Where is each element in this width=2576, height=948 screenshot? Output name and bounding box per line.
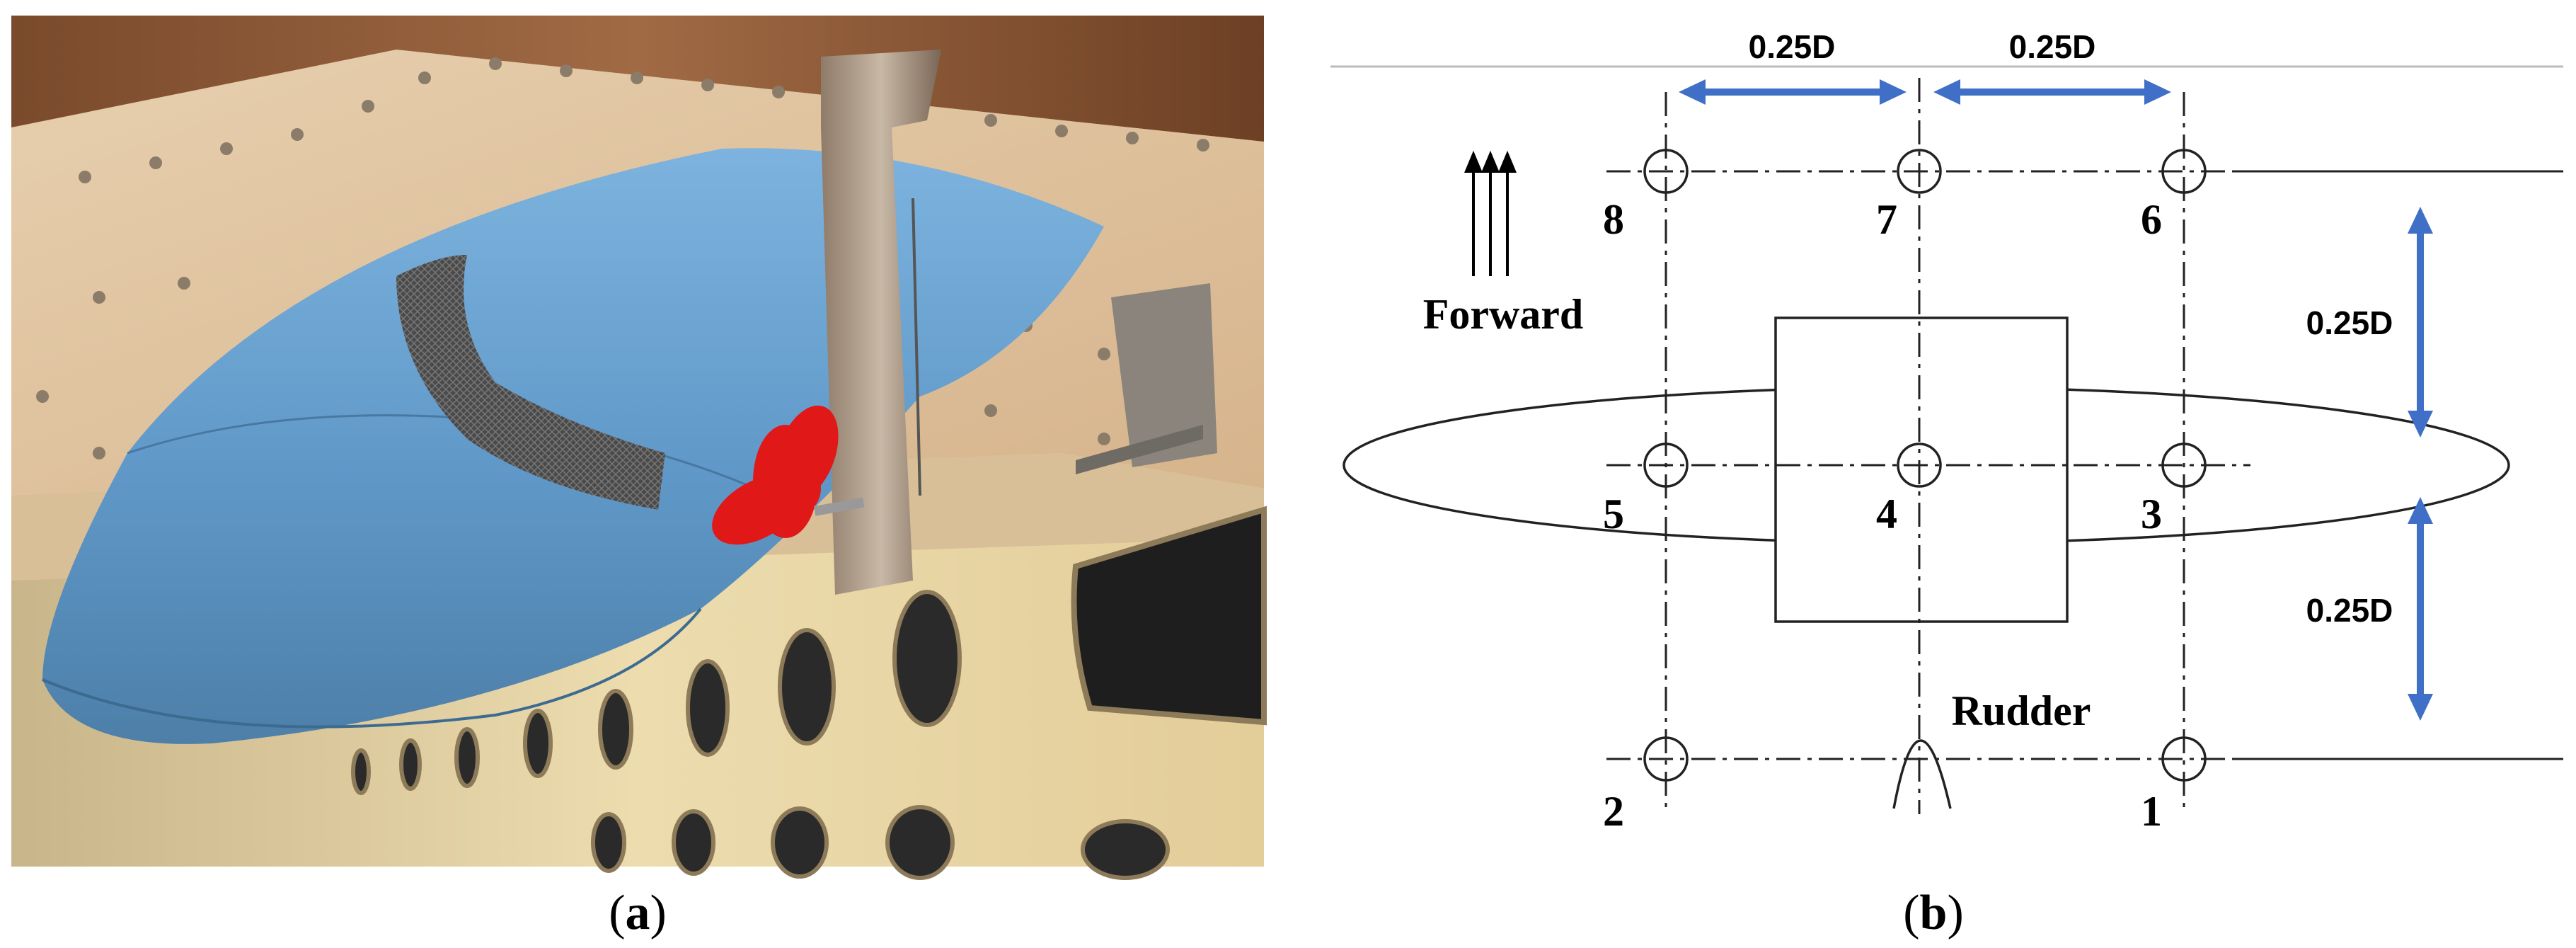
- dim-vertical-top: [2408, 207, 2433, 438]
- probe-label-3: 3: [2141, 491, 2162, 537]
- dim-label-horizontal-right: 0.25D: [2009, 28, 2096, 65]
- probe-8-circle: [1643, 149, 1689, 194]
- rudder-profile: [1892, 739, 1952, 809]
- probe-6-circle: [2161, 149, 2207, 194]
- panel-b-diagram: [1330, 65, 2563, 814]
- dim-vertical-bottom: [2408, 497, 2433, 721]
- dim-label-horizontal-left: 0.25D: [1749, 28, 1836, 65]
- probe-label-8: 8: [1603, 196, 1624, 243]
- probe-label-1: 1: [2141, 788, 2162, 835]
- probe-label-6: 6: [2141, 196, 2162, 243]
- caption-a: (a): [609, 886, 667, 940]
- probe-label-4: 4: [1876, 491, 1897, 537]
- probe-5-circle: [1643, 442, 1689, 488]
- dim-horizontal-left: [1679, 79, 1907, 105]
- rudder-box: [1774, 316, 2069, 623]
- probe-4-circle: [1897, 442, 1942, 488]
- probe-label-5: 5: [1603, 491, 1624, 537]
- probe-label-7: 7: [1876, 196, 1897, 243]
- probe-3-circle: [2161, 442, 2207, 488]
- forward-label: Forward: [1423, 291, 1584, 338]
- dim-label-vertical-bottom: 0.25D: [2306, 592, 2393, 629]
- probe-1-circle: [2161, 736, 2207, 782]
- forward-arrows: [1464, 150, 1517, 276]
- rudder-label: Rudder: [1952, 687, 2091, 734]
- probe-label-2: 2: [1603, 788, 1624, 835]
- probe-2-circle: [1643, 736, 1689, 782]
- caption-b: (b): [1903, 886, 1964, 940]
- dim-horizontal-right: [1933, 79, 2171, 105]
- probe-7-circle: [1897, 149, 1942, 194]
- panel-a-photo: [11, 16, 1267, 880]
- dim-label-vertical-top: 0.25D: [2306, 304, 2393, 341]
